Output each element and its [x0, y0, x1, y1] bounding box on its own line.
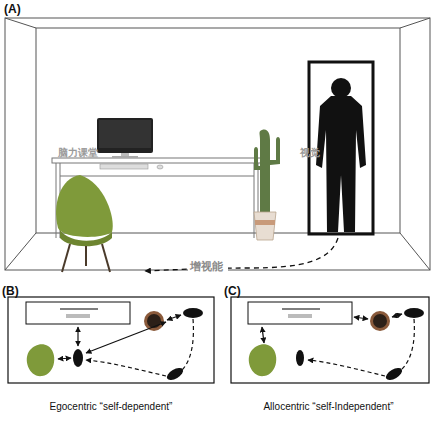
panel-c-map — [231, 297, 429, 383]
panel-b-map — [8, 297, 214, 383]
panel-letter: (C) — [224, 284, 241, 298]
panel-letter: (A) — [4, 2, 21, 16]
panel-caption: Egocentric “self-dependent” — [0, 401, 222, 412]
panel-letter: (B) — [2, 284, 19, 298]
watermark: 增视能 — [190, 259, 223, 274]
computer — [97, 118, 163, 169]
watermark: 脑力课堂 — [58, 146, 98, 160]
watermark: 视觉 — [300, 146, 320, 160]
map-panel: (B) Egocentric “self-dependent” — [0, 284, 222, 418]
walking-path — [145, 238, 338, 271]
chair — [56, 175, 113, 272]
desk — [52, 158, 262, 238]
room-walls — [5, 18, 430, 270]
map-panel: (C) Allocentric “self-Independent” — [222, 284, 435, 418]
cactus-plant — [254, 130, 280, 240]
panel-caption: Allocentric “self-Independent” — [222, 401, 435, 412]
